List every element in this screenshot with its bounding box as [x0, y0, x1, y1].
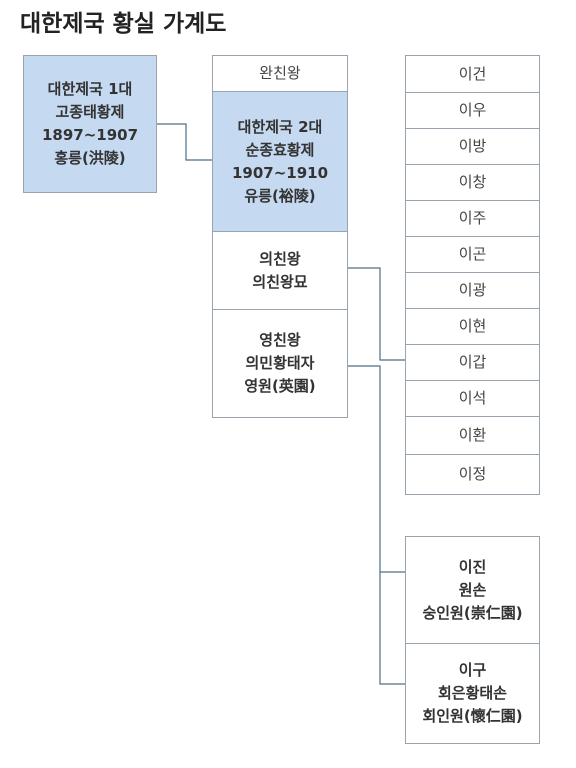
- uichin-line: 의친왕: [259, 249, 301, 268]
- child-name: 이곤: [458, 245, 487, 263]
- uichin-line: 의친왕묘: [252, 272, 308, 291]
- gojong-line: 홍릉(洪陵): [54, 149, 126, 167]
- child-cell: 이갑: [406, 344, 539, 380]
- child-name: 이주: [458, 209, 487, 227]
- child-cell: 이창: [406, 164, 539, 200]
- child-name: 이광: [458, 281, 487, 299]
- yeongchin-children-box: 이진 원손 숭인원(崇仁園) 이구 회은황태손 회인원(懷仁園): [405, 536, 540, 744]
- child-name: 이석: [458, 389, 487, 407]
- gojong-box: 대한제국 1대 고종태황제 1897~1907 홍릉(洪陵): [23, 55, 157, 193]
- page-title: 대한제국 황실 가계도: [20, 11, 227, 37]
- child-name: 이우: [458, 101, 487, 119]
- yeongchin-line: 영친왕: [259, 331, 301, 349]
- gojong-sunjong-connector: [157, 123, 212, 161]
- yijin-line: 숭인원(崇仁園): [422, 603, 523, 622]
- child-name: 이방: [458, 137, 487, 155]
- sons-box: 완친왕 대한제국 2대 순종효황제 1907~1910 유릉(裕陵) 의친왕 의…: [212, 55, 348, 418]
- yijin-line: 이진: [458, 557, 487, 576]
- wanchin-cell: 완친왕: [213, 56, 347, 91]
- child-cell: 이방: [406, 128, 539, 164]
- child-cell: 이정: [406, 454, 539, 494]
- sunjong-line: 1907~1910: [231, 163, 329, 182]
- child-cell: 이건: [406, 56, 539, 92]
- child-name: 이창: [458, 173, 487, 191]
- gojong-cell: 대한제국 1대 고종태황제 1897~1907 홍릉(洪陵): [24, 56, 156, 192]
- uichin-children-box: 이건 이우 이방 이창 이주 이곤 이광 이현 이갑 이석 이환 이정: [405, 55, 540, 495]
- wanchin-line: 완친왕: [259, 64, 301, 82]
- yeongchin-cell: 영친왕 의민황태자 영원(英園): [213, 309, 347, 417]
- gojong-line: 대한제국 1대: [47, 80, 133, 98]
- uichin-children-connector: [348, 267, 405, 361]
- yigu-cell: 이구 회은황태손 회인원(懷仁園): [406, 643, 539, 743]
- child-name: 이정: [458, 465, 487, 483]
- child-cell: 이환: [406, 416, 539, 454]
- yijin-line: 원손: [458, 580, 487, 599]
- yeongchin-line: 의민황태자: [245, 354, 315, 372]
- gojong-line: 1897~1907: [41, 126, 139, 144]
- child-name: 이현: [458, 317, 487, 335]
- child-cell: 이곤: [406, 236, 539, 272]
- uichin-cell: 의친왕 의친왕묘: [213, 231, 347, 309]
- yijin-cell: 이진 원손 숭인원(崇仁園): [406, 537, 539, 643]
- child-name: 이갑: [458, 353, 487, 371]
- yigu-line: 회인원(懷仁園): [422, 707, 523, 725]
- child-cell: 이주: [406, 200, 539, 236]
- child-cell: 이우: [406, 92, 539, 128]
- child-cell: 이석: [406, 380, 539, 416]
- child-name: 이환: [458, 426, 487, 444]
- yigu-line: 이구: [458, 661, 487, 679]
- yigu-line: 회은황태손: [437, 684, 507, 702]
- sunjong-cell: 대한제국 2대 순종효황제 1907~1910 유릉(裕陵): [213, 91, 347, 231]
- yeongchin-bracket: [348, 365, 405, 685]
- child-cell: 이광: [406, 272, 539, 308]
- child-cell: 이현: [406, 308, 539, 344]
- sunjong-line: 순종효황제: [245, 140, 315, 159]
- gojong-line: 고종태황제: [55, 103, 125, 121]
- sunjong-line: 대한제국 2대: [237, 117, 323, 136]
- sunjong-line: 유릉(裕陵): [244, 186, 316, 205]
- yeongchin-line: 영원(英園): [244, 377, 316, 395]
- child-name: 이건: [458, 64, 487, 83]
